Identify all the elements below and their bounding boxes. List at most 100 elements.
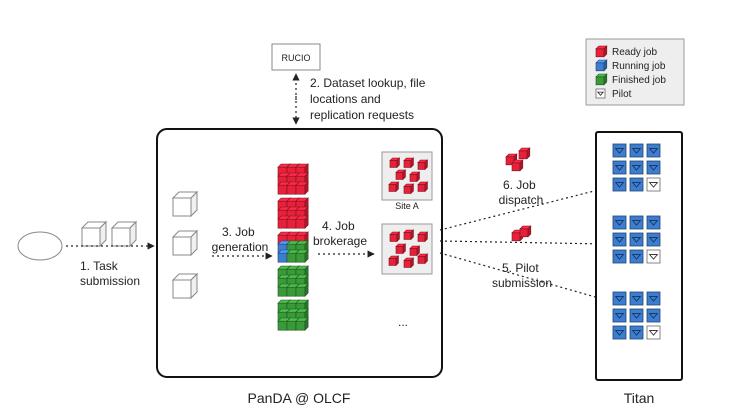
dispatched-ready-job — [519, 225, 532, 238]
legend-item-finished: Finished job — [595, 73, 666, 86]
titan-node-group — [612, 291, 661, 340]
site-a-ready-job — [417, 181, 429, 193]
job-cube — [295, 181, 309, 195]
step6-label: 6. Job dispatch — [499, 178, 544, 207]
titan-node-group — [612, 215, 661, 264]
panda-task-box — [171, 229, 199, 257]
titan-running-job — [612, 177, 627, 192]
titan-pilot — [646, 249, 661, 264]
step1-label: 1. Task submission — [80, 259, 140, 288]
finished-job-icon — [595, 73, 608, 86]
titan-running-job — [612, 249, 627, 264]
titan-running-job — [646, 308, 661, 323]
panda-task-boxes — [171, 190, 199, 300]
titan-running-job — [612, 143, 627, 158]
site-a-ready-job — [403, 157, 415, 169]
site-b-jobs — [388, 229, 429, 269]
more-sites-ellipsis: ... — [398, 315, 408, 329]
job-stack-ready — [277, 197, 309, 229]
titan-pilot — [646, 325, 661, 340]
titan-running-job — [646, 232, 661, 247]
legend-item-ready: Ready job — [595, 45, 657, 58]
legend-label: Ready job — [612, 47, 657, 58]
dispatched-jobs — [505, 147, 532, 242]
site-a-jobs — [388, 157, 429, 195]
task-box — [80, 220, 108, 248]
job-stacks — [277, 163, 309, 331]
job-cube — [295, 249, 309, 263]
site-b-ready-job — [417, 231, 429, 243]
titan-running-job — [612, 325, 627, 340]
titan-running-job — [629, 308, 644, 323]
step3-label: 3. Job generation — [212, 225, 269, 254]
site-a-ready-job — [389, 157, 401, 169]
titan-running-job — [629, 177, 644, 192]
dispatched-ready-job — [518, 147, 531, 160]
site-a-ready-job — [395, 169, 407, 181]
site-a-label: Site A — [395, 201, 419, 211]
site-a-ready-job — [409, 171, 421, 183]
titan-running-job — [646, 215, 661, 230]
legend-label: Pilot — [612, 89, 632, 100]
step2-label: 2. Dataset lookup, file locations and re… — [310, 76, 429, 122]
titan-running-job — [612, 160, 627, 175]
titan-running-job — [629, 249, 644, 264]
user-oval — [17, 231, 63, 261]
legend-item-pilot: Pilot — [595, 88, 632, 100]
titan-nodes — [612, 143, 661, 340]
titan-running-job — [612, 215, 627, 230]
legend-item-running: Running job — [595, 59, 666, 72]
site-b-ready-job — [403, 229, 415, 241]
arrow-pilot-submission — [439, 252, 607, 302]
panda-task-box — [171, 190, 199, 218]
titan-running-job — [629, 291, 644, 306]
titan-running-job — [646, 143, 661, 158]
job-cube — [295, 215, 309, 229]
job-cube — [295, 317, 309, 331]
job-stack-finished — [277, 265, 309, 297]
rucio-label: RUCIO — [282, 53, 311, 63]
titan-running-job — [629, 143, 644, 158]
titan-node-group — [612, 143, 661, 192]
titan-running-job — [612, 232, 627, 247]
panda-task-box — [171, 272, 199, 300]
arrow-dispatch-1 — [439, 186, 607, 231]
job-stack-ready — [277, 163, 309, 195]
titan-label: Titan — [624, 390, 655, 406]
titan-running-job — [612, 291, 627, 306]
pilot-icon — [595, 88, 606, 99]
task-box — [110, 220, 138, 248]
step4-label: 4. Job brokerage — [313, 219, 367, 248]
site-b-ready-job — [395, 243, 407, 255]
ready-job-icon — [595, 45, 608, 58]
job-stack-finished — [277, 299, 309, 331]
titan-running-job — [646, 160, 661, 175]
titan-running-job — [629, 325, 644, 340]
titan-running-job — [612, 308, 627, 323]
job-stack-mixed — [277, 231, 309, 263]
running-job-icon — [595, 59, 608, 72]
panda-label: PanDA @ OLCF — [248, 390, 351, 406]
arrow-dispatch-2 — [439, 240, 607, 248]
site-a-ready-job — [388, 181, 400, 193]
site-b-ready-job — [388, 255, 400, 267]
site-a-ready-job — [403, 183, 415, 195]
rucio-box — [271, 43, 321, 71]
site-b-ready-job — [417, 253, 429, 265]
site-b-ready-job — [389, 231, 401, 243]
task-boxes — [80, 220, 138, 248]
titan-pilot — [646, 177, 661, 192]
titan-running-job — [646, 291, 661, 306]
step5-label: 5. Pilot submission — [492, 261, 552, 290]
titan-running-job — [629, 160, 644, 175]
job-cube — [295, 283, 309, 297]
titan-running-job — [629, 232, 644, 247]
dispatched-ready-job — [511, 159, 524, 172]
site-b-ready-job — [409, 245, 421, 257]
site-a-ready-job — [417, 159, 429, 171]
site-b-ready-job — [403, 257, 415, 269]
legend-label: Finished job — [612, 75, 666, 86]
legend-label: Running job — [612, 61, 666, 72]
